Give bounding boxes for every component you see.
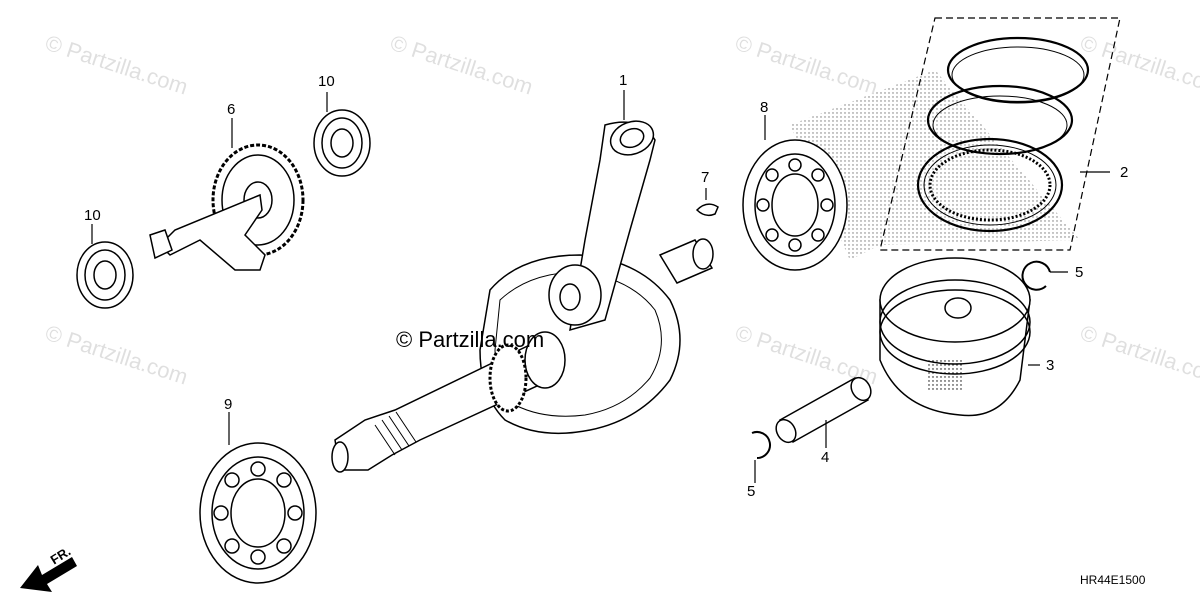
bearing-8 [742,139,848,271]
callout-bearing-9: 9 [224,396,233,413]
diagram-code: HR44E1500 [1080,573,1146,587]
callout-clip-left: 5 [747,483,756,500]
callout-woodruff-key: 7 [701,169,710,186]
callout-bearing-8: 8 [760,99,769,116]
piston-rings [916,36,1090,233]
woodruff-key [695,203,719,217]
piston-pin-clips [751,260,1051,459]
center-watermark: © Partzilla.com [396,327,545,352]
callout-bearing-10-lower: 10 [84,207,101,224]
callout-piston: 3 [1046,357,1055,374]
bearing-9 [199,442,317,584]
piston-ring-set-frame [879,17,1121,251]
bearing-10-upper [313,109,371,177]
callout-piston-rings: 2 [1120,164,1129,181]
direction-arrow-icon [20,557,77,592]
piston-pin [775,376,872,444]
callout-balancer-shaft: 6 [227,101,236,118]
crankshaft [331,120,714,473]
callout-piston-pin: 4 [821,449,830,466]
piston [879,257,1031,417]
balancer-shaft [149,143,305,271]
callout-bearing-10-upper: 10 [318,73,335,90]
callout-crankshaft: 1 [619,72,628,89]
bearing-10-lower [76,241,134,309]
callout-clip-right: 5 [1075,264,1084,281]
leader-lines [91,90,1110,483]
projection-shading [790,70,1080,260]
